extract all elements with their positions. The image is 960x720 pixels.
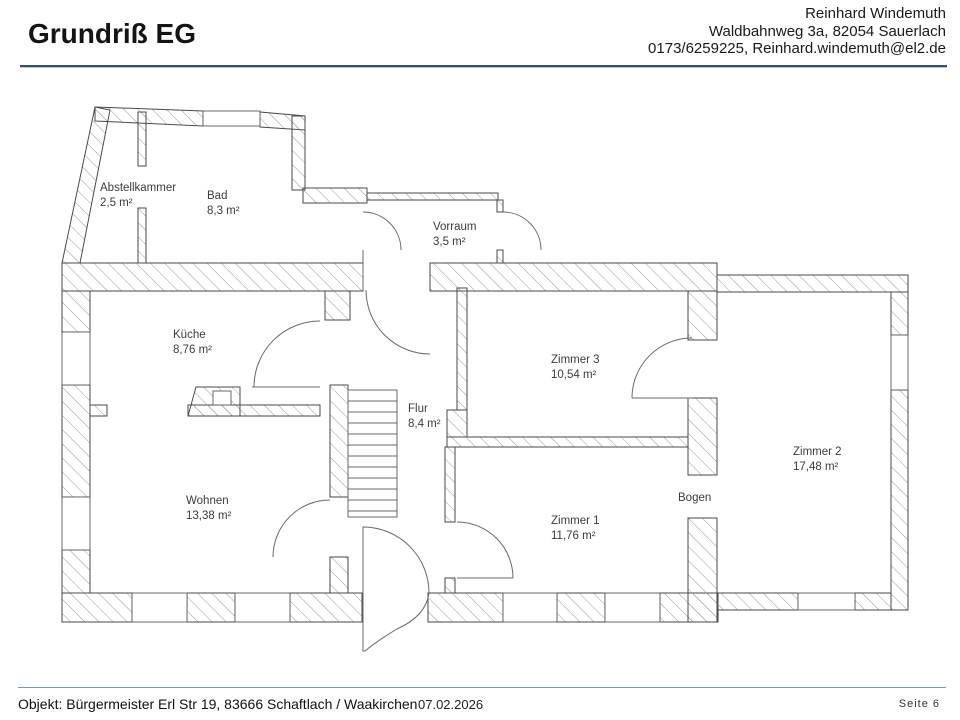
door-arc: [253, 320, 321, 388]
wall-segment: [289, 592, 363, 623]
room-area: 8,4 m²: [408, 418, 441, 430]
wall-segment: [496, 199, 504, 213]
wall-segment: [716, 274, 909, 293]
room-area: 8,3 m²: [207, 205, 240, 217]
wall-segment: [61, 592, 133, 623]
window: [502, 592, 558, 623]
wall-segment: [89, 404, 108, 417]
room-label: Vorraum: [433, 221, 476, 233]
window: [131, 592, 188, 623]
window: [890, 334, 909, 391]
wall-segment: [890, 389, 909, 611]
entrance-double-door: [362, 526, 430, 652]
kitchen-sink: [212, 390, 232, 406]
wall-segment: [687, 397, 718, 476]
footer-object: Objekt: Bürgermeister Erl Str 19, 83666 …: [18, 696, 418, 712]
wall-segment: [854, 592, 892, 611]
door-arc: [365, 289, 431, 355]
wall-segment: [444, 446, 456, 523]
footer-page-number: Seite 6: [898, 698, 940, 710]
wall-segment: [556, 592, 606, 623]
wall-segment: [137, 111, 147, 167]
room-area: 11,76 m²: [551, 530, 596, 542]
contact-phone-email: 0173/6259225, Reinhard.windemuth@el2.de: [648, 40, 946, 57]
room-area: 8,76 m²: [173, 344, 212, 356]
room-label: Zimmer 3: [551, 354, 600, 366]
wall-segment: [61, 384, 91, 498]
wall-segment: [61, 290, 91, 333]
wall-segment: [61, 262, 364, 292]
wall-segment: [456, 287, 468, 411]
window: [202, 110, 261, 127]
wall-segment: [446, 409, 468, 438]
room-label: Abstellkammer: [100, 182, 176, 194]
window: [61, 331, 91, 386]
wall-segment: [444, 577, 456, 594]
room-label: Bad: [207, 190, 227, 202]
window: [61, 496, 91, 551]
stair-treads: [348, 400, 397, 512]
room-label: Zimmer 1: [551, 515, 600, 527]
windows-group: [61, 110, 909, 623]
wall-segment: [186, 592, 236, 623]
wall-segment: [429, 262, 718, 292]
wall-segment: [61, 549, 91, 594]
door-arc: [272, 499, 331, 558]
window: [234, 592, 291, 623]
wall-segment: [329, 384, 349, 498]
wall-segment: [427, 592, 504, 623]
wall-segment: [496, 249, 504, 264]
room-label: Wohnen: [186, 495, 229, 507]
contact-name: Reinhard Windemuth: [805, 5, 946, 22]
room-label: Küche: [173, 329, 206, 341]
wall-segment: [187, 404, 321, 417]
wall-segment: [302, 187, 368, 204]
wall-segment: [446, 436, 689, 448]
wall-segment: [366, 192, 499, 201]
walls-group: [61, 106, 909, 623]
wall-segment: [687, 290, 718, 341]
contact-address: Waldbahnweg 3a, 82054 Sauerlach: [708, 22, 946, 40]
doors-group: [252, 211, 693, 652]
door-arc: [362, 211, 402, 251]
wall-segment: [94, 106, 204, 127]
door-arc: [502, 211, 542, 251]
room-area: 13,38 m²: [186, 510, 232, 522]
page-title: Grundriß EG: [28, 18, 196, 49]
wall-segment: [716, 592, 799, 611]
wall-segment: [291, 115, 306, 191]
room-area: 17,48 m²: [793, 461, 839, 473]
contact-block: Reinhard Windemuth Waldbahnweg 3a, 82054…: [648, 5, 946, 58]
footer-divider: [18, 687, 946, 688]
wall-segment: [890, 291, 909, 336]
header-divider: [20, 65, 947, 68]
wall-segment: [687, 517, 718, 623]
door-arc: [456, 521, 514, 579]
room-area: 10,54 m²: [551, 369, 597, 381]
wall-segment: [324, 290, 351, 321]
window: [604, 592, 661, 623]
room-labels-group: Abstellkammer 2,5 m² Bad 8,3 m² Vorraum …: [100, 182, 842, 542]
room-area: 3,5 m²: [433, 236, 466, 248]
staircase: [347, 389, 398, 518]
wall-segment: [137, 207, 147, 264]
room-area: 2,5 m²: [100, 197, 133, 209]
window: [797, 592, 856, 611]
stair-outline: [347, 389, 398, 518]
wall-segment: [329, 556, 349, 594]
room-label: Zimmer 2: [793, 446, 842, 458]
room-label: Flur: [408, 403, 428, 415]
annotation-bogen: Bogen: [678, 492, 711, 504]
door-arc: [631, 337, 693, 399]
footer-date: 07.02.2026: [418, 697, 484, 712]
